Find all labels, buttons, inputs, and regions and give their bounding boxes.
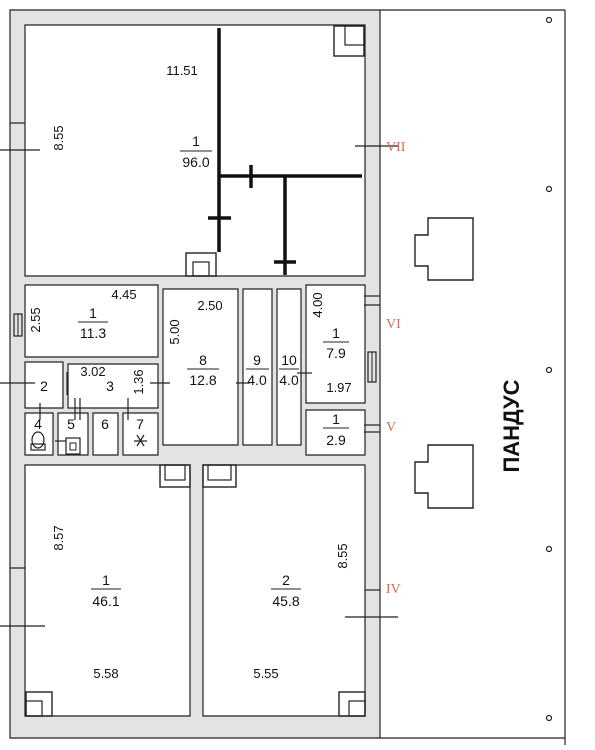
room-number-r1-v: 1: [332, 411, 340, 427]
room-area-r1-small: 11.3: [80, 325, 106, 341]
pilaster-bl: [25, 691, 53, 717]
door-niche-top-inner: [192, 261, 210, 277]
column-symbol-upper: [414, 217, 474, 281]
room-number-hall-top: 1: [192, 133, 200, 149]
dim-r3-height: 1.36: [131, 369, 146, 394]
room-number-r4: 4: [34, 416, 42, 432]
room-area-r10: 4.0: [279, 372, 299, 388]
pilaster-bl-inner: [25, 700, 43, 717]
ramp-label: ПАНДУС: [499, 379, 524, 472]
axis-mark-iv: IV: [386, 582, 401, 597]
column-symbol-lower: [414, 444, 474, 509]
sink-fixture: [65, 437, 81, 455]
room-area-r1-v: 2.9: [326, 432, 346, 448]
bold-partitions: [208, 28, 362, 275]
axis-mark-vii: VII: [386, 140, 406, 155]
room-number-r2-small: 2: [40, 378, 48, 394]
dim-r1-small-height: 2.55: [28, 307, 43, 332]
room-number-r3: 3: [106, 378, 114, 394]
room-number-r1-small: 1: [89, 305, 97, 321]
room-number-r5: 5: [67, 416, 75, 432]
dim-r1-right-height: 4.00: [310, 292, 325, 317]
door-niche-br-inner: [207, 464, 232, 481]
dim-hall-top-height: 8.55: [51, 125, 66, 150]
dim-r1-small-width: 4.45: [111, 287, 136, 302]
door-niche-bl-inner: [164, 464, 186, 481]
room-number-r7: 7: [136, 416, 144, 432]
room-area-hall-br: 45.8: [272, 593, 299, 609]
room-number-hall-br: 2: [282, 572, 290, 588]
room-number-r9: 9: [253, 352, 261, 368]
room-area-r1-right: 7.9: [326, 345, 346, 361]
pilaster-br-inner: [348, 700, 366, 717]
toilet-fixture: [31, 431, 45, 449]
room-number-r8: 8: [199, 352, 207, 368]
dim-hall-br-width: 5.55: [253, 666, 278, 681]
pilaster-br: [338, 691, 366, 717]
room-number-hall-bl: 1: [102, 572, 110, 588]
axis-mark-v: V: [386, 420, 396, 435]
room-number-r1-right: 1: [332, 325, 340, 341]
room-area-hall-top: 96.0: [182, 154, 209, 170]
dim-hall-br-height: 8.55: [335, 543, 350, 568]
dim-r8-width: 2.50: [197, 298, 222, 313]
dim-hall-bl-height: 8.57: [51, 525, 66, 550]
dim-r1-right-width: 1.97: [326, 380, 351, 395]
axis-mark-vi: VI: [386, 317, 401, 332]
room-number-r10: 10: [281, 352, 297, 368]
drain-symbol: [134, 434, 147, 447]
dim-r8-height: 5.00: [167, 319, 182, 344]
pilaster-top-right: [333, 25, 365, 57]
dim-r3-width: 3.02: [80, 364, 105, 379]
pilaster-top-right-inner: [344, 25, 365, 46]
ramp-area: [380, 9, 566, 745]
room-area-r9: 4.0: [247, 372, 267, 388]
room-area-r8: 12.8: [189, 372, 216, 388]
room-number-r6: 6: [101, 416, 109, 432]
door-niche-top: [185, 252, 217, 277]
dim-hall-top-width: 11.51: [166, 63, 198, 78]
room-area-hall-bl: 46.1: [92, 593, 119, 609]
dim-hall-bl-width: 5.58: [93, 666, 118, 681]
